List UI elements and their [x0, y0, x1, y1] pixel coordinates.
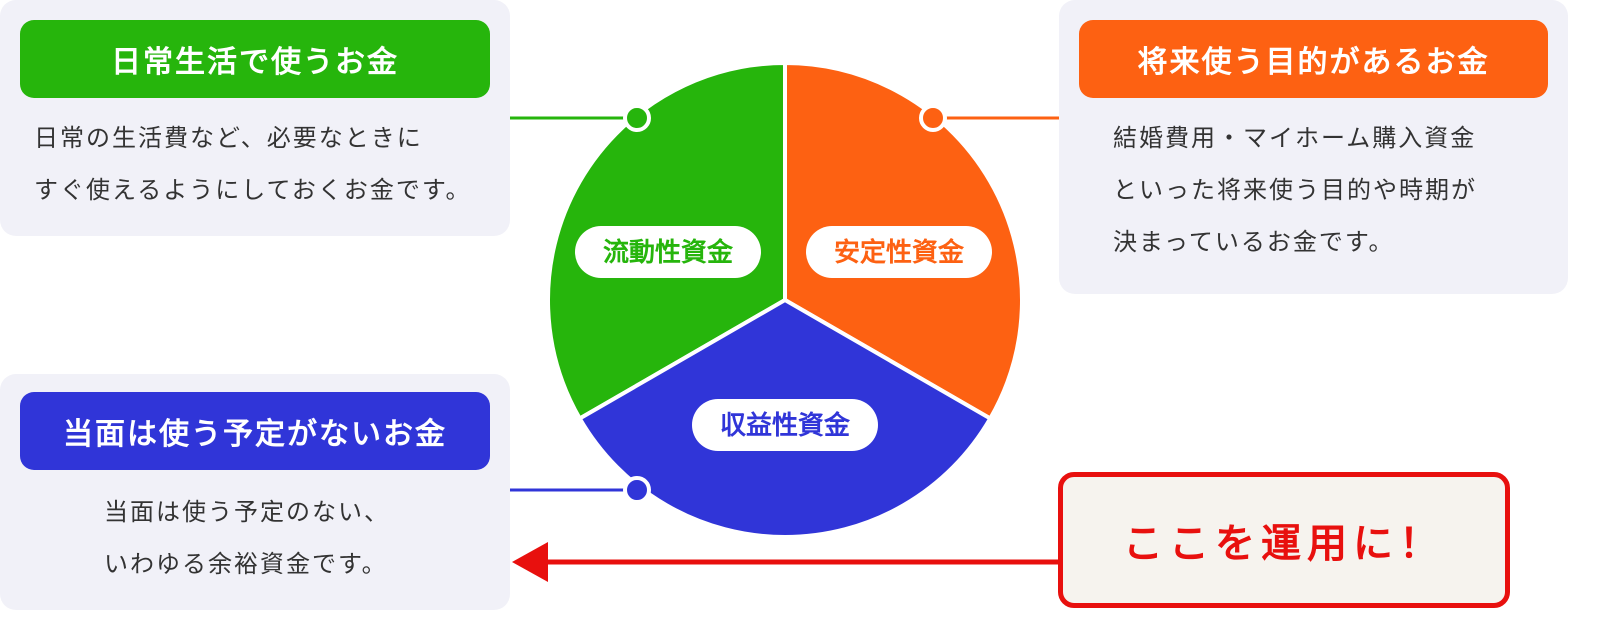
pie-label-stability: 安定性資金: [806, 226, 992, 278]
future-desc-line-3: 決まっているお金です。: [1113, 228, 1395, 256]
daily-money-title: 日常生活で使うお金: [20, 20, 490, 98]
daily-desc-line-1: 日常の生活費など、必要なときに: [34, 124, 423, 152]
future-desc-line-2: といった将来使う目的や時期が: [1113, 176, 1477, 204]
future-desc-line-1: 結婚費用・マイホーム購入資金: [1113, 124, 1477, 152]
pie-label-bg-profitability: [692, 399, 878, 451]
daily-desc-line-2: すぐ使えるようにしておくお金です。: [34, 176, 472, 204]
pie-label-profitability: 収益性資金: [692, 399, 878, 451]
invest-arrow: [512, 542, 1058, 582]
connector-dot-profitability: [623, 476, 651, 504]
invest-callout: ここを運用に！: [1058, 472, 1510, 608]
connector-dot-stability: [919, 104, 947, 132]
future-money-description: 結婚費用・マイホーム購入資金 といった将来使う目的や時期が 決まっているお金です…: [1113, 112, 1477, 268]
connector-dot-liquidity: [623, 104, 651, 132]
idle-desc-line-1: 当面は使う予定のない、: [104, 498, 390, 526]
card-future-money: 将来使う目的があるお金 結婚費用・マイホーム購入資金 といった将来使う目的や時期…: [1059, 0, 1568, 294]
card-daily-money: 日常生活で使うお金 日常の生活費など、必要なときに すぐ使えるようにしておくお金…: [0, 0, 510, 236]
pie-label-bg-liquidity: [575, 226, 761, 278]
daily-money-description: 日常の生活費など、必要なときに すぐ使えるようにしておくお金です。: [34, 112, 471, 216]
idle-money-title: 当面は使う予定がないお金: [20, 392, 490, 470]
card-idle-money: 当面は使う予定がないお金 当面は使う予定のない、 いわゆる余裕資金です。: [0, 374, 510, 610]
future-money-title: 将来使う目的があるお金: [1079, 20, 1548, 98]
pie-label-text-profitability: 収益性資金: [720, 410, 851, 441]
idle-money-description: 当面は使う予定のない、 いわゆる余裕資金です。: [104, 486, 390, 590]
pie-label-liquidity: 流動性資金: [575, 226, 761, 278]
pie-label-text-stability: 安定性資金: [834, 237, 965, 268]
idle-desc-line-2: いわゆる余裕資金です。: [104, 550, 388, 578]
pie-label-bg-stability: [806, 226, 992, 278]
pie-label-text-liquidity: 流動性資金: [603, 237, 734, 268]
